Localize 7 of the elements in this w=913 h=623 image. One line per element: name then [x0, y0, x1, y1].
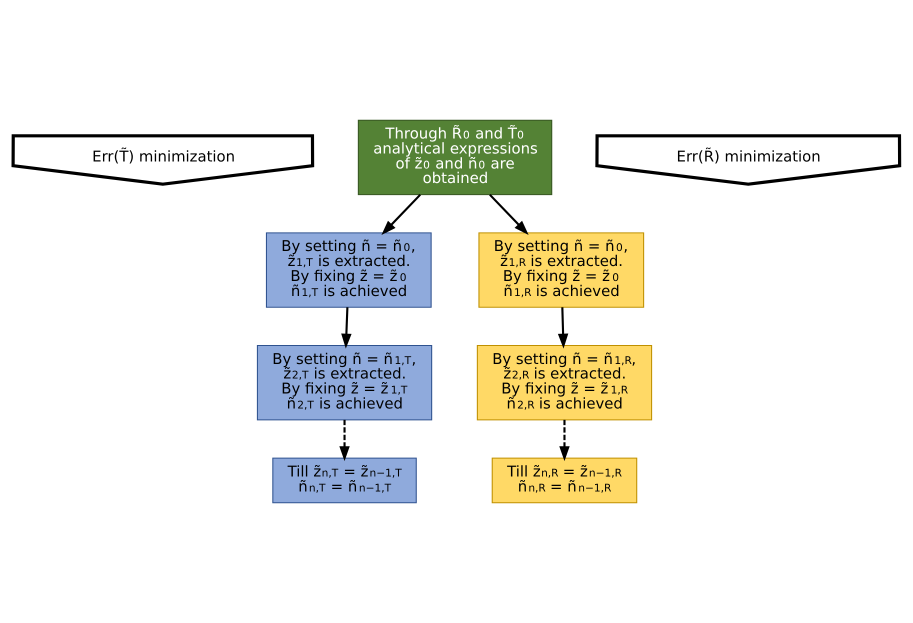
arrow: [489, 194, 529, 236]
arrow: [558, 307, 568, 349]
arrow: [341, 307, 352, 349]
node-box: Through R̃0 and T̃0 analytical expressions of z̃0 and ñ0 are obtained: [358, 120, 552, 196]
arrow: [339, 420, 350, 462]
arrow: [559, 420, 570, 462]
arrow: [381, 194, 422, 236]
